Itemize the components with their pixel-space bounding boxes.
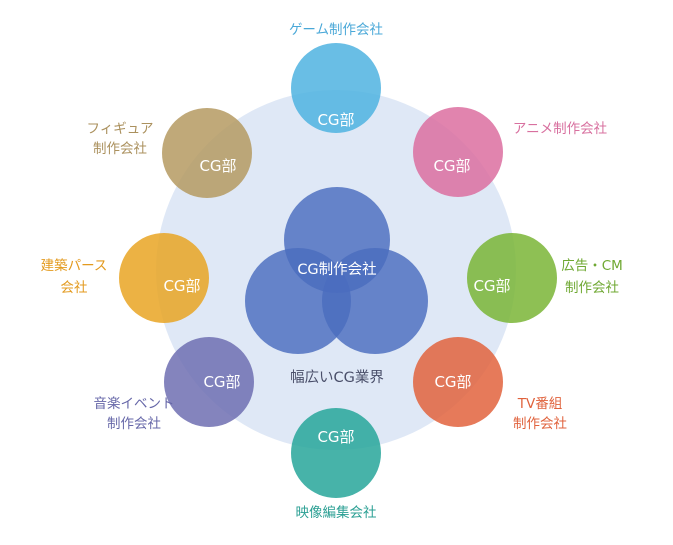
industry-caption-line: 会社 (61, 280, 88, 296)
satellite-anime: CG部 アニメ制作会社 (413, 107, 607, 197)
satellite-figure: CG部 フィギュア制作会社 (87, 108, 252, 198)
cg-department-label: CG部 (434, 373, 471, 391)
satellite-game: CG部 ゲーム制作会社 (289, 22, 383, 133)
industry-caption-game: ゲーム制作会社 (289, 22, 383, 38)
cg-department-label: CG部 (199, 157, 236, 175)
cg-department-label: CG部 (433, 157, 470, 175)
industry-caption-tv: TV番組制作会社 (513, 396, 567, 432)
satellite-architecture: CG部 建築パース会社 (41, 233, 209, 323)
satellite-circle-anime (413, 107, 503, 197)
center-label: CG制作会社 (297, 261, 376, 278)
industry-caption-line: 音楽イベント (94, 395, 175, 412)
venn-circle-right (322, 248, 428, 354)
industry-caption-line: ゲーム制作会社 (289, 22, 383, 38)
satellite-circle-tv (413, 337, 503, 427)
cg-department-label: CG部 (317, 111, 354, 129)
satellite-tv: CG部 TV番組制作会社 (413, 337, 567, 432)
industry-caption-line: アニメ制作会社 (513, 121, 607, 137)
satellite-ad-cm: CG部 広告・CM 制作会社 (467, 233, 623, 323)
cg-department-label: CG部 (473, 277, 510, 295)
industry-caption-video-edit: 映像編集会社 (296, 505, 377, 521)
industry-caption-line: 制作会社 (565, 280, 619, 296)
industry-caption-music-event: 音楽イベント制作会社 (94, 395, 175, 432)
industry-caption-line: 制作会社 (93, 141, 147, 157)
industry-caption-ad-cm: 広告・CM 制作会社 (561, 258, 623, 296)
satellite-circle-video-edit (291, 408, 381, 498)
industry-caption-line: フィギュア (87, 121, 154, 137)
industry-caption-line: TV番組 (517, 396, 562, 412)
industry-caption-line: 映像編集会社 (296, 505, 377, 521)
industry-caption-line: 建築パース (41, 258, 108, 274)
industry-caption-figure: フィギュア制作会社 (87, 121, 154, 157)
cg-department-label: CG部 (317, 428, 354, 446)
cg-department-label: CG部 (203, 373, 240, 391)
satellite-circle-architecture (119, 233, 209, 323)
industry-caption-line: 広告・CM (561, 258, 623, 274)
cg-department-label: CG部 (163, 277, 200, 295)
satellite-circle-music-event (164, 337, 254, 427)
satellite-circle-figure (162, 108, 252, 198)
industry-label: 幅広いCG業界 (290, 369, 384, 386)
industry-caption-architecture: 建築パース会社 (41, 258, 108, 296)
industry-caption-line: 制作会社 (107, 416, 161, 432)
industry-caption-anime: アニメ制作会社 (513, 121, 607, 137)
satellite-circle-game (291, 43, 381, 133)
industry-caption-line: 制作会社 (513, 416, 567, 432)
cg-company-venn: CG制作会社 (245, 187, 428, 354)
satellite-circle-ad-cm (467, 233, 557, 323)
venn-circle-left (245, 248, 351, 354)
